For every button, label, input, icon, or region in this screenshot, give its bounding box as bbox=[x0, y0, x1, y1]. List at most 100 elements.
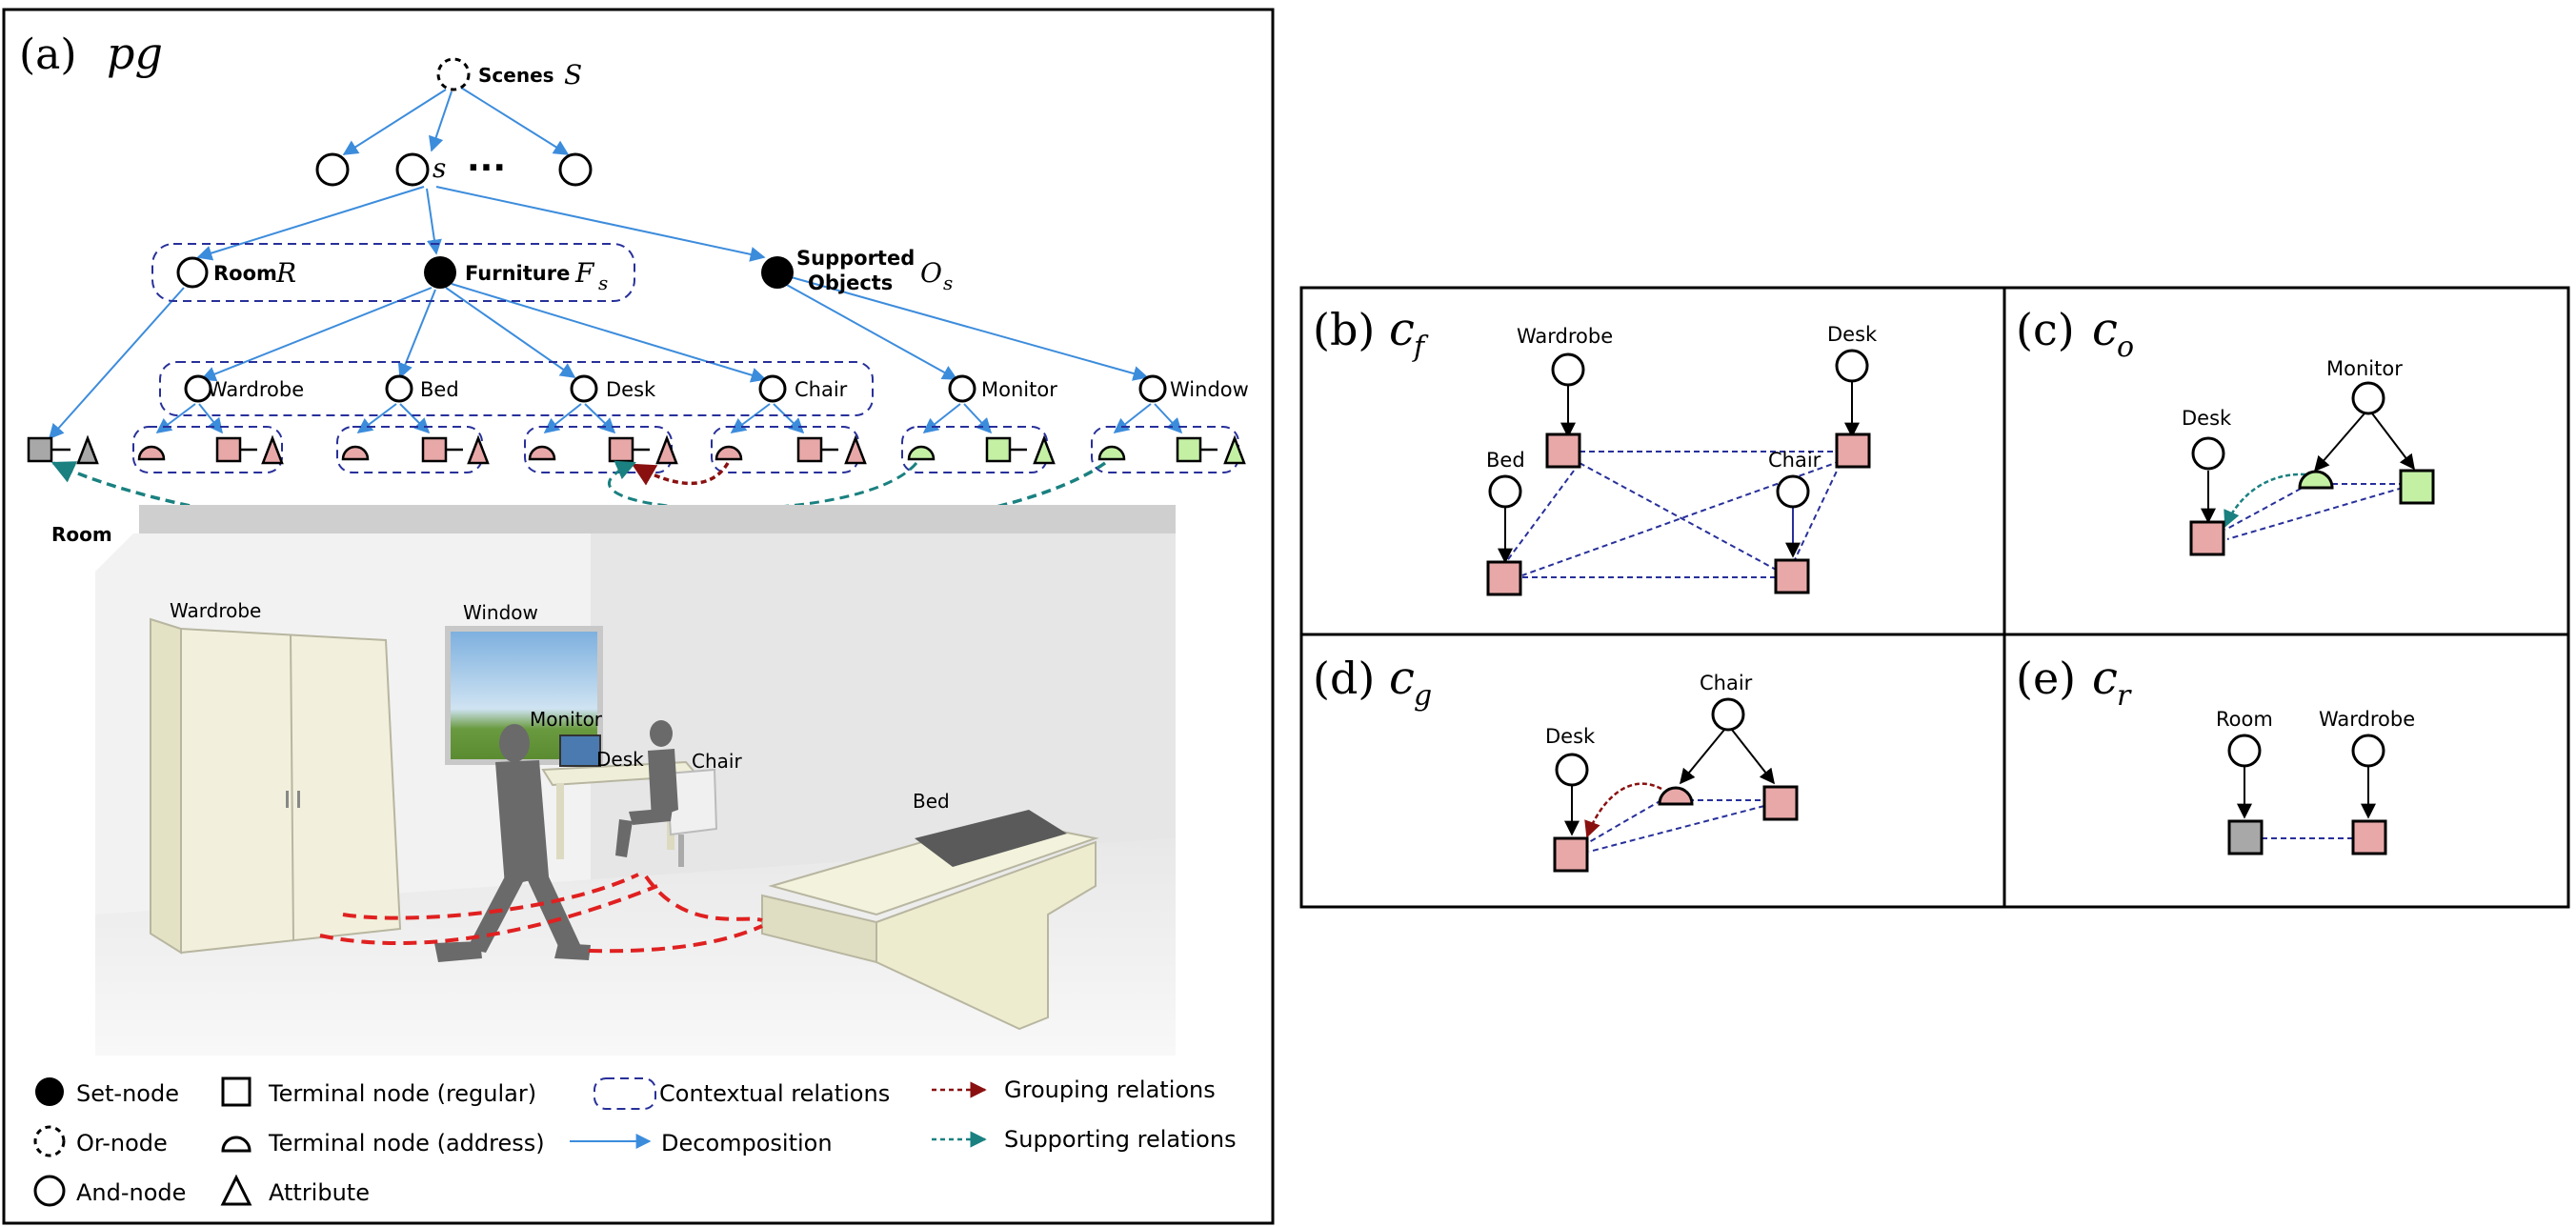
bed-and-node bbox=[385, 374, 413, 403]
legend-decomposition: Decomposition bbox=[661, 1130, 833, 1157]
chair-address bbox=[714, 445, 743, 461]
desk-address bbox=[528, 445, 556, 461]
scene-node-left bbox=[315, 152, 350, 187]
legend-contextual-icon bbox=[594, 1077, 656, 1110]
panel-b: (b) c f Wardrobe Desk Bed bbox=[1313, 303, 1878, 596]
chair-attribute bbox=[844, 434, 867, 465]
legend-terminal-regular-icon bbox=[221, 1076, 252, 1107]
panel-c-label: (c) bbox=[2016, 304, 2075, 355]
wardrobe-and-node bbox=[184, 374, 212, 403]
legend-set-node-icon bbox=[35, 1077, 64, 1106]
room-terminal bbox=[27, 436, 53, 463]
desk-label: Desk bbox=[606, 378, 656, 401]
panel-d: (d) c g Chair Desk bbox=[1313, 652, 1799, 873]
scene-label-bed: Bed bbox=[913, 790, 950, 813]
panel-b-sub: f bbox=[1412, 331, 1429, 364]
room-and-node bbox=[176, 256, 209, 289]
scene-illustration: Wardrobe Window Monitor Desk Chair Bed bbox=[95, 505, 1176, 1056]
monitor-and-node bbox=[948, 374, 976, 403]
window-label: Window bbox=[1170, 378, 1249, 401]
room-attribute bbox=[76, 434, 99, 465]
desk-attribute bbox=[655, 434, 678, 465]
panels-b-e: (b) c f Wardrobe Desk Bed bbox=[1299, 286, 2570, 909]
panel-b-symbol: c bbox=[1389, 303, 1415, 356]
legend-attribute-icon bbox=[220, 1174, 252, 1206]
desk-and-node bbox=[570, 374, 598, 403]
panel-a-label: (a) bbox=[19, 30, 77, 79]
panel-b-label: (b) bbox=[1313, 304, 1375, 355]
bed-address bbox=[341, 445, 370, 461]
supported-set-node bbox=[761, 256, 794, 289]
legend-terminal-regular: Terminal node (regular) bbox=[268, 1080, 536, 1107]
supporting-monitor-desk-curve bbox=[608, 460, 918, 511]
legend-and-node: And-node bbox=[76, 1179, 186, 1206]
scenes-or-node bbox=[436, 57, 471, 91]
bed-terminal bbox=[421, 436, 448, 463]
panels-border bbox=[1299, 286, 2570, 909]
panel-d-label: (d) bbox=[1313, 653, 1375, 704]
scene-node-s bbox=[395, 152, 430, 187]
grouping-relation-curve bbox=[631, 462, 730, 486]
wardrobe-address bbox=[137, 445, 166, 461]
panel-d-symbol: c bbox=[1389, 652, 1415, 705]
cr-wardrobe-label: Wardrobe bbox=[2319, 708, 2415, 731]
panel-e: (e) c r Room Wardrobe bbox=[2016, 652, 2415, 855]
scene-label-wardrobe: Wardrobe bbox=[170, 599, 261, 622]
legend-and-node-icon bbox=[33, 1175, 66, 1207]
bed-label: Bed bbox=[420, 378, 459, 401]
legend-attribute: Attribute bbox=[269, 1179, 370, 1206]
chair-and-node bbox=[758, 374, 787, 403]
room-terminal-label: Room bbox=[51, 523, 112, 546]
supported-symbol: O bbox=[920, 257, 942, 289]
scene-label-monitor: Monitor bbox=[530, 708, 603, 731]
supported-sub: s bbox=[943, 272, 953, 294]
window-terminal bbox=[1176, 436, 1202, 463]
cg-desk-label: Desk bbox=[1545, 725, 1596, 748]
panel-c-symbol: c bbox=[2092, 303, 2118, 356]
chair-terminal bbox=[796, 436, 823, 463]
cf-desk-label: Desk bbox=[1827, 323, 1878, 346]
panel-e-label: (e) bbox=[2016, 653, 2076, 704]
monitor-attribute bbox=[1033, 434, 1056, 465]
legend: Set-node Or-node And-node Terminal node … bbox=[33, 1076, 1237, 1207]
panel-a-symbol: pg bbox=[107, 28, 163, 79]
legend-or-node-icon bbox=[33, 1125, 66, 1157]
legend-terminal-address-icon bbox=[221, 1136, 252, 1153]
scene-node-symbol: s bbox=[433, 152, 446, 184]
furniture-sub: s bbox=[598, 272, 608, 294]
window-and-node bbox=[1138, 374, 1167, 403]
scene-node-right bbox=[558, 152, 593, 187]
co-monitor-label: Monitor bbox=[2326, 357, 2403, 380]
room-symbol: R bbox=[275, 257, 296, 289]
panel-c: (c) c o Monitor Desk bbox=[2016, 303, 2435, 556]
wardrobe-attribute bbox=[261, 434, 284, 465]
panel-c-sub: o bbox=[2117, 331, 2134, 364]
wardrobe-terminal bbox=[215, 436, 242, 463]
panel-a: (a) pg bbox=[2, 8, 1275, 1225]
scenes-ellipsis: ··· bbox=[467, 149, 506, 188]
cf-bed-label: Bed bbox=[1486, 449, 1525, 472]
furniture-label: Furniture bbox=[465, 262, 570, 285]
supported-label-2: Objects bbox=[808, 272, 893, 294]
furniture-set-node bbox=[424, 256, 456, 289]
co-desk-label: Desk bbox=[2182, 407, 2232, 430]
scene-label-desk: Desk bbox=[596, 748, 644, 771]
cf-chair-label: Chair bbox=[1768, 449, 1821, 472]
monitor-label: Monitor bbox=[981, 378, 1057, 401]
desk-terminal bbox=[608, 436, 634, 463]
monitor-address bbox=[907, 445, 936, 461]
monitor-terminal bbox=[985, 436, 1012, 463]
scenes-symbol: S bbox=[564, 59, 582, 91]
chair-label: Chair bbox=[795, 378, 848, 401]
supported-label-1: Supported bbox=[796, 247, 915, 270]
furniture-symbol: F bbox=[574, 257, 595, 289]
panel-a-border bbox=[2, 8, 1275, 1225]
panel-e-symbol: c bbox=[2092, 652, 2118, 705]
legend-or-node: Or-node bbox=[76, 1130, 168, 1157]
window-address bbox=[1097, 445, 1126, 461]
cf-wardrobe-label: Wardrobe bbox=[1517, 325, 1613, 348]
legend-grouping: Grouping relations bbox=[1004, 1076, 1216, 1103]
scene-label-window: Window bbox=[463, 601, 538, 624]
wardrobe-label: Wardrobe bbox=[208, 378, 304, 401]
